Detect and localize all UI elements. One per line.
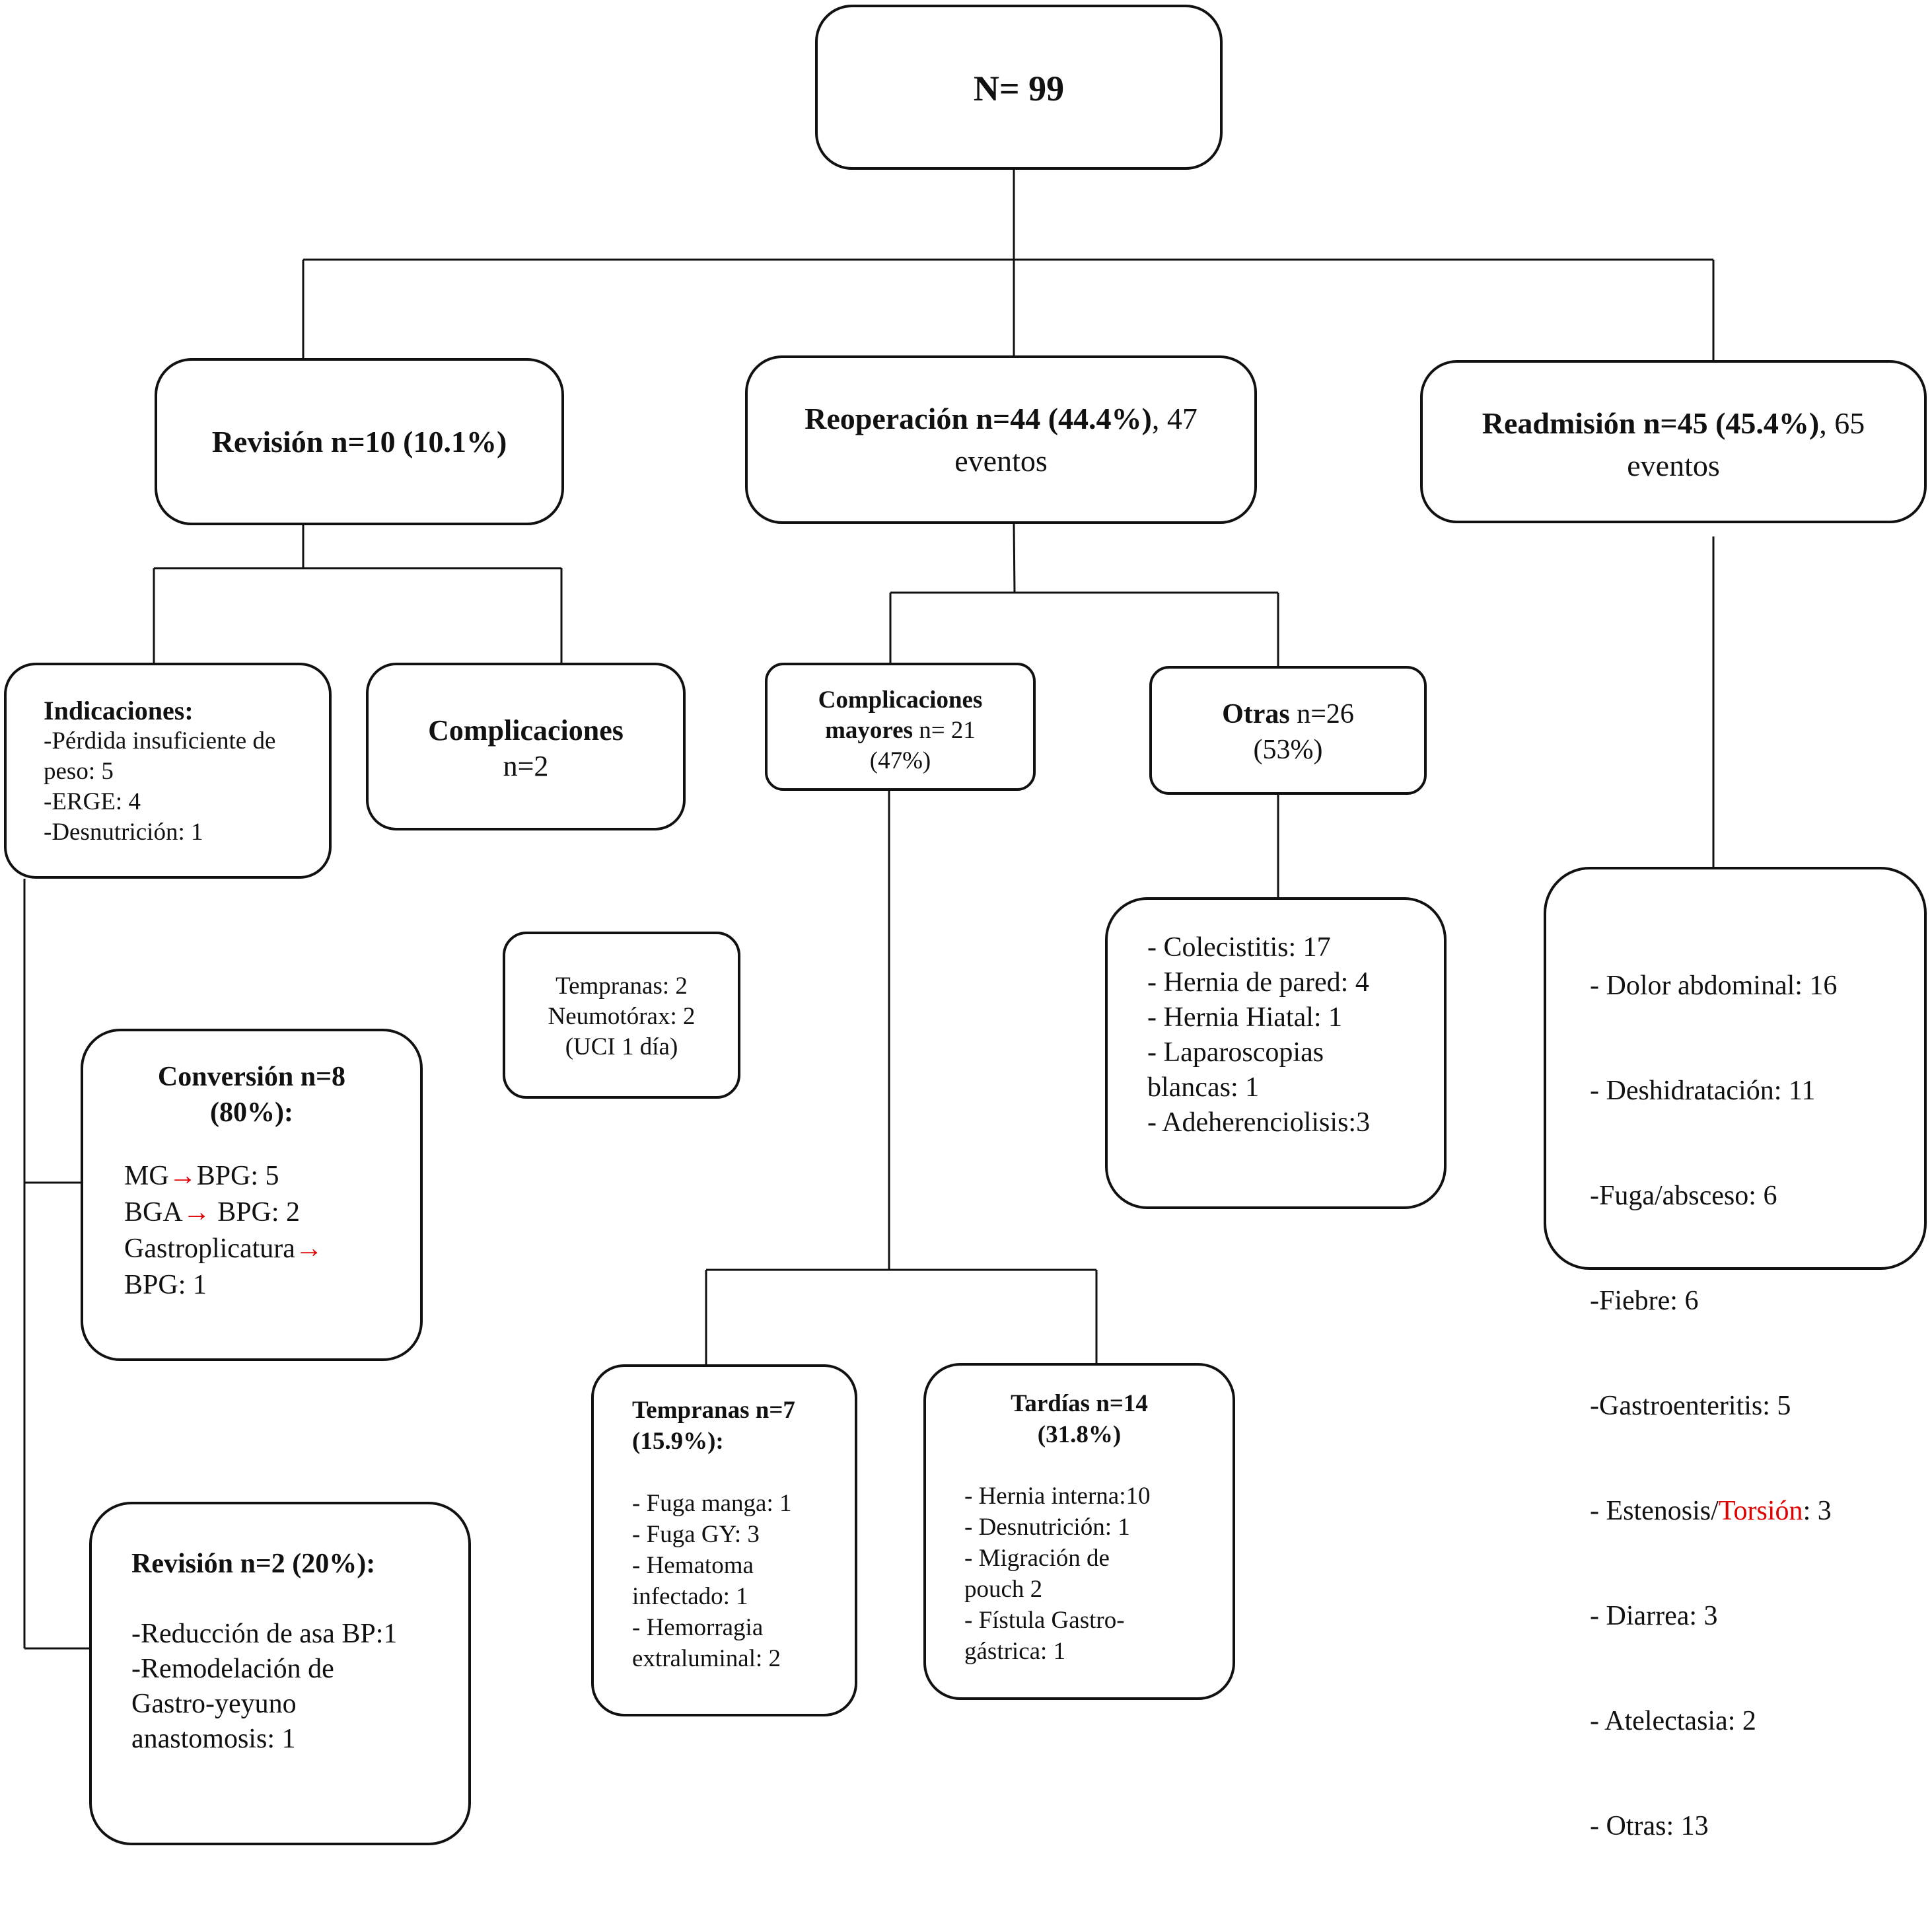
tempranas-rev-line: (UCI 1 día): [565, 1033, 678, 1060]
readmision-item: - Atelectasia: 2: [1590, 1706, 1756, 1736]
tempranas-item: - Fuga manga: 1: [632, 1490, 792, 1517]
otras-item: - Hernia Hiatal: 1: [1147, 1002, 1343, 1033]
complicaciones-rev-title: Complicaciones: [428, 714, 624, 747]
readmision-events-label: eventos: [1627, 449, 1720, 482]
revision2-item: -Reducción de asa BP:1: [131, 1619, 398, 1649]
tardias-item: - Fístula Gastro-: [964, 1607, 1125, 1634]
readmision-item: -Fiebre: 6: [1590, 1286, 1699, 1316]
arrow-icon: →: [295, 1233, 323, 1264]
tardias-item: - Migración de: [964, 1545, 1110, 1572]
tardias-item: pouch 2: [964, 1576, 1043, 1603]
mayores-count: n= 21: [913, 717, 976, 744]
otras-count: n=26: [1289, 699, 1354, 729]
readmision-node: Readmisión n=45 (45.4%), 65 eventos: [1420, 360, 1927, 523]
readmision-events: , 65: [1819, 406, 1865, 440]
revision2-item: anastomosis: 1: [131, 1724, 296, 1754]
indicaciones-item: peso: 5: [44, 758, 114, 785]
indicaciones-node: Indicaciones: -Pérdida insuficiente de p…: [4, 663, 332, 879]
otras-node: Otras n=26 (53%): [1149, 666, 1427, 795]
otras-list-node: - Colecistitis: 17 - Hernia de pared: 4 …: [1105, 897, 1447, 1209]
complicaciones-rev-node: Complicaciones n=2: [366, 663, 686, 830]
revision2-item: -Remodelación de: [131, 1654, 334, 1684]
complicaciones-rev-count: n=2: [503, 750, 549, 782]
reoperacion-title: Reoperación n=44 (44.4%): [805, 402, 1152, 435]
conversion-pct: (80%):: [210, 1097, 293, 1128]
revision2-title: Revisión n=2 (20%):: [131, 1549, 376, 1579]
tardias-pct: (31.8%): [1037, 1421, 1122, 1448]
readmision-item: -Gastroenteritis: 5: [1590, 1391, 1791, 1421]
otras-item: - Adeherenciolisis:3: [1147, 1107, 1371, 1138]
revision-title: Revisión n=10 (10.1%): [211, 425, 507, 459]
tempranas-rev-line: Tempranas: 2: [555, 973, 688, 1000]
revision2-node: Revisión n=2 (20%): -Reducción de asa BP…: [89, 1502, 471, 1845]
tardias-title: Tardías n=14: [1011, 1390, 1148, 1417]
readmision-item: - Deshidratación: 11: [1590, 1076, 1816, 1106]
connector-lines: [23, 168, 1715, 1650]
conversion-item: BPG: 1: [124, 1270, 207, 1300]
tardias-node: Tardías n=14 (31.8%) - Hernia interna:10…: [923, 1363, 1235, 1700]
otras-item: - Colecistitis: 17: [1147, 932, 1331, 963]
conversion-node: Conversión n=8 (80%): MG→BPG: 5 BGA→ BPG…: [81, 1029, 423, 1361]
indicaciones-title: Indicaciones:: [44, 696, 194, 725]
indicaciones-item: -ERGE: 4: [44, 788, 141, 815]
mayores-title: Complicaciones: [818, 686, 983, 714]
tempranas-title: Tempranas n=7: [632, 1397, 795, 1424]
tempranas-pct: (15.9%):: [632, 1428, 724, 1455]
readmision-item: - Estenosis/Torsión: 3: [1590, 1496, 1832, 1526]
readmision-item: - Otras: 13: [1590, 1811, 1709, 1841]
tempranas-rev-node: Tempranas: 2 Neumotórax: 2 (UCI 1 día): [503, 932, 740, 1099]
tardias-item: - Hernia interna:10: [964, 1483, 1151, 1510]
conversion-item: Gastroplicatura→: [124, 1233, 323, 1264]
mayores-pct: (47%): [869, 747, 931, 774]
readmision-item: - Dolor abdominal: 16: [1590, 971, 1838, 1001]
torsion-text: Torsión: [1718, 1496, 1803, 1526]
otras-item: - Hernia de pared: 4: [1147, 967, 1369, 998]
conversion-item: MG→BPG: 5: [124, 1161, 279, 1191]
tempranas-rev-line: Neumotórax: 2: [548, 1003, 696, 1030]
arrow-icon: →: [182, 1197, 211, 1228]
otras-pct: (53%): [1253, 735, 1323, 765]
tempranas-node: Tempranas n=7 (15.9%): - Fuga manga: 1 -…: [591, 1364, 857, 1716]
mayores-node: Complicaciones mayores n= 21 (47%): [765, 663, 1036, 791]
reoperacion-events-label: eventos: [954, 444, 1048, 478]
tardias-item: - Desnutrición: 1: [964, 1514, 1130, 1541]
reoperacion-events: , 47: [1151, 402, 1198, 435]
otras-item: - Laparoscopias: [1147, 1037, 1324, 1068]
otras-item: blancas: 1: [1147, 1072, 1260, 1103]
readmision-item: -Fuga/absceso: 6: [1590, 1181, 1777, 1211]
tempranas-item: infectado: 1: [632, 1583, 748, 1610]
conversion-title: Conversión n=8: [157, 1062, 346, 1092]
indicaciones-item: -Desnutrición: 1: [44, 819, 203, 846]
conversion-item: BGA→ BPG: 2: [124, 1197, 301, 1228]
connector: [1013, 523, 1016, 593]
readmision-title: Readmisión n=45 (45.4%): [1482, 406, 1820, 440]
root-label: N= 99: [973, 69, 1065, 108]
readmision-list-node: - Dolor abdominal: 16 - Deshidratación: …: [1544, 867, 1927, 1841]
indicaciones-item: -Pérdida insuficiente de: [44, 727, 276, 755]
otras-title: Otras: [1222, 699, 1290, 729]
arrow-icon: →: [168, 1161, 197, 1191]
reoperacion-node: Reoperación n=44 (44.4%), 47 eventos: [745, 355, 1257, 524]
tempranas-item: - Hematoma: [632, 1552, 754, 1579]
tempranas-item: - Hemorragia: [632, 1614, 764, 1641]
revision2-item: Gastro-yeyuno: [131, 1689, 297, 1719]
readmision-item: - Diarrea: 3: [1590, 1601, 1718, 1631]
tardias-item: gástrica: 1: [964, 1638, 1066, 1665]
root-node: N= 99: [815, 5, 1223, 170]
tempranas-item: - Fuga GY: 3: [632, 1521, 760, 1548]
mayores-label: mayores: [825, 717, 913, 744]
revision-node: Revisión n=10 (10.1%): [155, 358, 564, 525]
tempranas-item: extraluminal: 2: [632, 1645, 781, 1672]
